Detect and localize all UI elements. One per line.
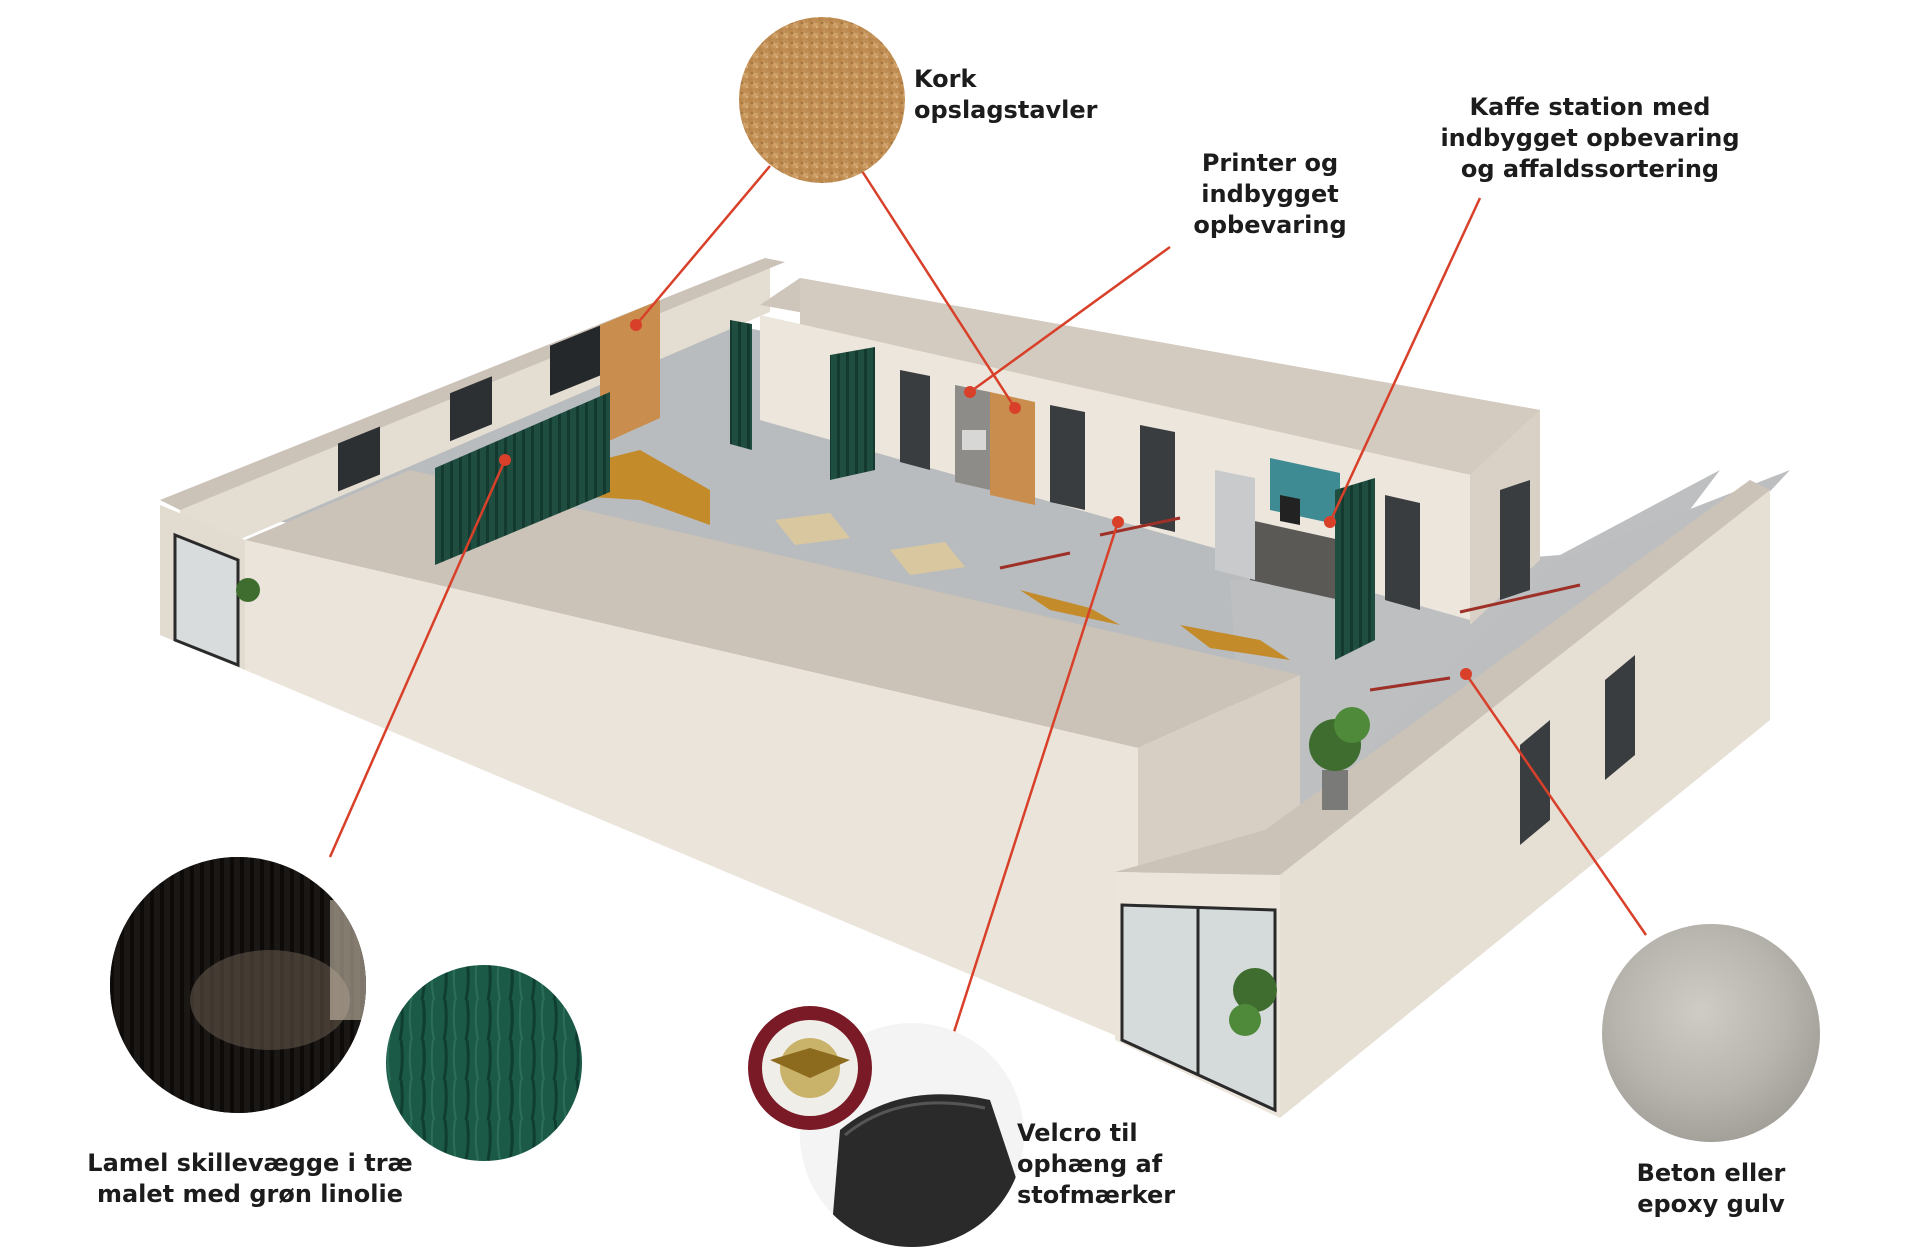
callout-velcro-line-1: Velcro til xyxy=(1017,1119,1138,1147)
callout-kork: Kork opslagstavler xyxy=(914,64,1098,126)
bench-2 xyxy=(1180,625,1290,660)
callout-kaffe: Kaffe station med indbygget opbevaring o… xyxy=(1430,92,1750,185)
callout-kaffe-line-2: indbygget opbevaring xyxy=(1440,124,1740,152)
bench-1 xyxy=(1020,590,1120,625)
fridge xyxy=(1215,470,1255,580)
slat-photo-swatch xyxy=(110,857,366,1113)
glass-door-left xyxy=(173,532,240,668)
window-back-1 xyxy=(338,426,380,492)
callout-beton-line-1: Beton eller xyxy=(1636,1159,1786,1187)
callout-printer-line-1: Printer og xyxy=(1201,149,1339,177)
callout-kork-line-2: opslagstavler xyxy=(914,96,1098,124)
callout-velcro: Velcro til ophæng af stofmærker xyxy=(1017,1118,1175,1211)
tv-screen xyxy=(550,319,614,396)
concrete-swatch xyxy=(1602,924,1820,1142)
slat-partition-3 xyxy=(1335,478,1375,660)
table-2 xyxy=(890,542,965,575)
printer xyxy=(962,430,986,450)
doors-right-wall xyxy=(1520,655,1635,845)
wall-mid-face xyxy=(245,540,1138,1045)
callout-lamel-line-1: Lamel skillevægge i træ xyxy=(87,1149,413,1177)
callout-velcro-line-2: ophæng af xyxy=(1017,1150,1163,1178)
slat-partition-2 xyxy=(830,347,875,480)
plant-corridor xyxy=(1309,707,1370,810)
callout-printer-line-3: opbevaring xyxy=(1193,211,1347,239)
green-wood-swatch xyxy=(386,965,582,1161)
wall-mid-top xyxy=(245,470,1300,748)
kitchen-cabinet xyxy=(1250,520,1340,600)
coffee-machine xyxy=(1280,495,1300,525)
doors-block xyxy=(900,370,1530,610)
callout-lamel-line-2: malet med grøn linolie xyxy=(96,1180,404,1208)
callout-velcro-line-3: stofmærker xyxy=(1017,1181,1176,1209)
callout-beton: Beton eller epoxy gulv xyxy=(1606,1158,1816,1220)
callout-kaffe-line-3: og affaldssortering xyxy=(1460,155,1720,183)
callout-printer: Printer og indbygget opbevaring xyxy=(1170,148,1370,241)
leader-dots xyxy=(499,319,1472,680)
patch-badge xyxy=(748,1006,872,1130)
table-1 xyxy=(775,513,850,545)
plant-entrance xyxy=(1229,968,1277,1036)
cork-board-block xyxy=(990,392,1035,505)
slat-partition-1 xyxy=(730,320,752,450)
wall-right-top xyxy=(1115,480,1770,875)
callout-printer-line-2: indbygget xyxy=(1201,180,1339,208)
callout-lamel: Lamel skillevægge i træ malet med grøn l… xyxy=(80,1148,420,1210)
plant-left xyxy=(236,578,260,602)
cork-board-left xyxy=(600,300,660,445)
wall-block-top-2 xyxy=(800,278,1540,490)
callout-kaffe-line-1: Kaffe station med xyxy=(1469,93,1711,121)
leader-lines xyxy=(328,165,1648,1061)
callout-kork-line-1: Kork xyxy=(914,65,977,93)
callout-beton-line-2: epoxy gulv xyxy=(1637,1190,1785,1218)
cork-swatch xyxy=(739,17,905,183)
window-back-2 xyxy=(450,376,492,442)
